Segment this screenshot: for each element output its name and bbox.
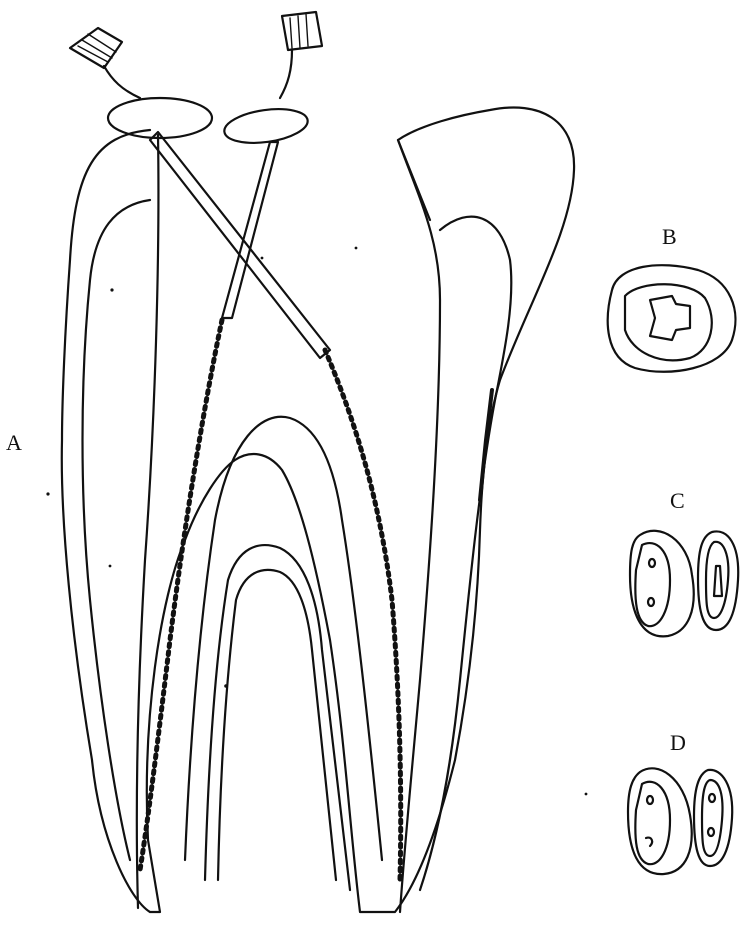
label-b: B (662, 226, 677, 248)
print-speckles (46, 247, 587, 796)
endo-instrument-right (222, 12, 322, 318)
right-pulp-wall (420, 217, 511, 890)
canal-filling-left (140, 320, 222, 870)
endo-instrument-left (70, 28, 330, 358)
cross-section-d (628, 768, 732, 874)
right-root-outer (398, 140, 440, 912)
cross-section-b (608, 265, 736, 372)
label-c: C (670, 490, 685, 512)
label-a: A (6, 432, 22, 454)
canal-filling-right (325, 350, 401, 880)
cross-section-c (630, 531, 738, 637)
furcation-inner (205, 545, 350, 890)
right-wall-shade (480, 390, 492, 500)
tooth-outline (62, 108, 574, 913)
label-d: D (670, 732, 686, 754)
